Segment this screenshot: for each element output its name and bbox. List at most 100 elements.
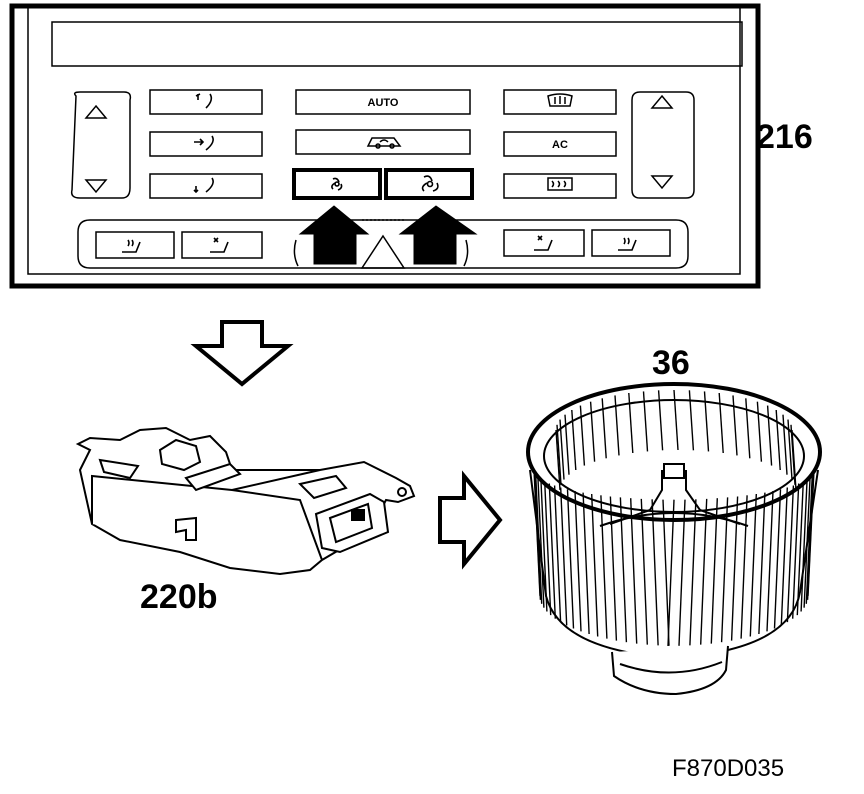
fan-blade (642, 391, 649, 452)
fan-blade (559, 419, 565, 480)
front-defrost-button[interactable] (503, 89, 617, 115)
triangle-down-icon[interactable] (650, 175, 674, 190)
fan-blade (591, 493, 599, 637)
fan-blades (533, 389, 815, 647)
fan-blade (749, 493, 757, 637)
triangle-up-icon[interactable] (84, 104, 108, 119)
triangle-down-icon[interactable] (84, 179, 108, 194)
seat-control-strip (77, 219, 689, 269)
fan-blade (780, 487, 788, 626)
seat-heater-icon (618, 237, 637, 251)
fan-blade (766, 405, 773, 466)
fan-blade (718, 392, 724, 454)
hazard-triangle-icon (293, 219, 469, 269)
fan-blade (544, 481, 552, 616)
fan-blade (732, 395, 738, 456)
fan-blade (601, 398, 607, 459)
fan-blade (609, 496, 618, 641)
fan-blade (579, 405, 586, 466)
fan-blade (803, 476, 811, 608)
left-seat-heater-button[interactable] (95, 231, 175, 259)
fan-blade (553, 485, 562, 623)
left-seat-ventilation-button[interactable] (181, 231, 263, 259)
arrow-right-icon (438, 470, 503, 570)
fan-blade (533, 472, 542, 600)
left-temperature-rocker[interactable] (70, 91, 132, 199)
seat-heater-icon (122, 239, 141, 253)
triangle-up-icon[interactable] (650, 94, 674, 109)
arrow-up-indicator (398, 205, 478, 265)
fan-blade (537, 476, 545, 608)
fan-blade (640, 498, 648, 645)
air-vent-icon (193, 93, 214, 194)
fan-blade (730, 496, 739, 641)
blower-fan-motor (526, 382, 822, 696)
seat-ventilation-icon (534, 235, 553, 251)
front-defrost-icon (547, 93, 573, 107)
blower-resistor-module (75, 426, 416, 576)
fan-blade (589, 401, 596, 462)
fan-blade (657, 390, 664, 451)
fan-blade (556, 424, 562, 485)
fan-blade (689, 499, 697, 646)
fan-blade (773, 489, 782, 629)
fan-blade (786, 485, 795, 623)
vent-up-button[interactable] (149, 89, 263, 115)
auto-label: AUTO (368, 97, 399, 109)
fan-blade (651, 499, 659, 646)
ac-button[interactable] (503, 131, 617, 157)
seat-ventilation-icon (210, 237, 229, 253)
fan-blade (600, 495, 608, 639)
display-window (51, 21, 743, 67)
fan-blade (667, 499, 675, 647)
fan-blade (800, 479, 808, 612)
fan-blade (807, 469, 815, 597)
fan-blade (662, 499, 670, 646)
fan-blade (571, 409, 577, 471)
fan-blade (535, 474, 543, 604)
fan-blade (745, 398, 751, 459)
fan-blade (564, 414, 570, 475)
fan-blade (619, 497, 628, 643)
fan-blade (688, 390, 695, 451)
fan-blade (703, 391, 710, 452)
recirculation-button[interactable] (295, 129, 471, 155)
fan-increase-button[interactable] (384, 168, 474, 200)
fan-blade (614, 395, 620, 456)
fan-blade (710, 498, 718, 644)
air-distribution-buttons (149, 89, 263, 199)
fan-blade (574, 490, 582, 632)
fan-blade (766, 490, 774, 632)
vent-face-button[interactable] (149, 131, 263, 157)
fan-blade (555, 429, 561, 491)
fan-blade (566, 489, 575, 629)
fan-icon (421, 175, 439, 192)
rear-defrost-button[interactable] (503, 173, 617, 199)
fan-blade (805, 474, 813, 604)
fan-blade (791, 429, 797, 491)
right-temperature-rocker[interactable] (631, 91, 695, 199)
auto-button[interactable] (295, 89, 471, 115)
right-seat-heater-button[interactable] (591, 229, 671, 257)
right-seat-ventilation-button[interactable] (503, 229, 585, 257)
resistor-callout-label: 220b (140, 578, 218, 616)
fan-blade (700, 498, 708, 645)
fan-blade (787, 419, 793, 480)
fan-blade (758, 492, 766, 635)
fan-icon (331, 177, 343, 191)
fan-blade (628, 392, 634, 454)
fan-decrease-button[interactable] (292, 168, 382, 200)
vent-floor-button[interactable] (149, 173, 263, 199)
fan-blade (756, 401, 763, 462)
fan-blade (782, 414, 788, 475)
fan-blade (548, 483, 556, 619)
arrow-up-indicator (298, 205, 370, 265)
fan-callout-label: 36 (652, 344, 690, 382)
fan-blade (796, 481, 804, 616)
arrow-down-icon (190, 320, 294, 387)
rear-defrost-icon (547, 177, 573, 191)
figure-code: F870D035 (672, 755, 784, 782)
fan-blade (630, 498, 638, 644)
fan-blade (792, 483, 800, 619)
